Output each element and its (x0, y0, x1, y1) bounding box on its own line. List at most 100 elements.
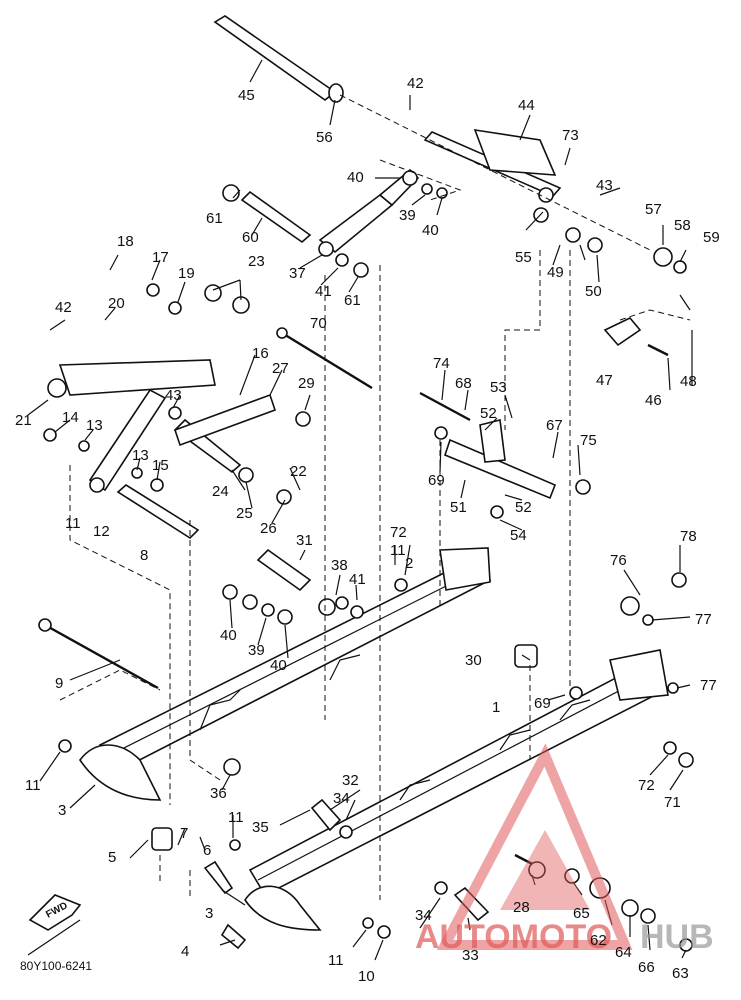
part-label: 77 (695, 611, 712, 628)
part-label: 36 (210, 785, 227, 802)
part-label: 57 (645, 201, 662, 218)
part-label: 11 (25, 777, 41, 794)
part-labels: 1 2 3 3 4 5 6 7 8 9 10 11 11 11 11 11 12… (15, 75, 720, 985)
part-label: 52 (515, 499, 532, 516)
part-label: 61 (206, 210, 223, 227)
part-label: 13 (132, 447, 149, 464)
part-label: 74 (433, 355, 450, 372)
part-label: 41 (349, 571, 366, 588)
part-label: 21 (15, 412, 32, 429)
part-label: 6 (203, 842, 211, 859)
watermark: AUTOMOTO HUB (415, 743, 714, 956)
part-label: 52 (480, 405, 497, 422)
part-label: 59 (703, 229, 720, 246)
part-label: 31 (296, 532, 313, 549)
part-label: 51 (450, 499, 467, 516)
part-label: 23 (248, 253, 265, 270)
shaft-45 (213, 15, 344, 103)
watermark-text-b: HUB (640, 918, 714, 956)
part-label: 38 (331, 557, 348, 574)
watermark-text-a: AUTOMOTO (415, 918, 612, 956)
part-label: 53 (490, 379, 507, 396)
part-label: 10 (358, 968, 375, 985)
part-label: 70 (310, 315, 327, 332)
part-label: 42 (407, 75, 424, 92)
part-label: 3 (58, 802, 66, 819)
part-label: 19 (178, 265, 195, 282)
part-label: 8 (140, 547, 148, 564)
part-label: 18 (117, 233, 134, 250)
part-label: 78 (680, 528, 697, 545)
part-label: 72 (638, 777, 655, 794)
part-label: 54 (510, 527, 527, 544)
part-label: 69 (534, 695, 551, 712)
part-label: 22 (290, 463, 307, 480)
guide-lines (59, 94, 691, 900)
part-label: 7 (180, 825, 188, 842)
part-label: 12 (93, 523, 110, 540)
shaft-73 (423, 129, 562, 197)
part-label: 66 (638, 959, 655, 976)
part-label: 75 (580, 432, 597, 449)
part-label: 32 (342, 772, 359, 789)
part-label: 72 (390, 524, 407, 541)
part-label: 41 (315, 283, 332, 300)
part-label: 77 (700, 677, 717, 694)
part-label: 43 (596, 177, 613, 194)
part-label: 55 (515, 249, 532, 266)
part-label: 30 (465, 652, 482, 669)
part-label: 69 (428, 472, 445, 489)
part-label: 11 (228, 809, 244, 826)
part-label: 20 (108, 295, 125, 312)
shaft-60 (240, 190, 312, 244)
bolt-74 (419, 391, 471, 422)
arm-51 (444, 419, 557, 500)
part-label: 48 (680, 373, 697, 390)
part-label: 45 (238, 87, 255, 104)
part-label: 2 (405, 555, 413, 572)
part-label: 28 (513, 899, 530, 916)
part-label: 37 (289, 265, 306, 282)
part-label: 34 (333, 790, 350, 807)
part-label: 11 (390, 542, 406, 559)
rod-70 (276, 327, 373, 390)
part-label: 17 (152, 249, 169, 266)
part-label: 42 (55, 299, 72, 316)
part-label: 60 (242, 229, 259, 246)
sleeve-31 (256, 548, 312, 592)
part-label: 71 (664, 794, 681, 811)
part-label: 62 (590, 932, 607, 949)
part-label: 9 (55, 675, 63, 692)
part-label: 25 (236, 505, 253, 522)
part-label: 64 (615, 944, 632, 961)
right-ski-rail (244, 649, 669, 931)
part-label: 39 (399, 207, 416, 224)
shaft-8 (116, 484, 200, 540)
part-label: 43 (165, 387, 182, 404)
bracket-47 (603, 317, 642, 347)
part-label: 39 (248, 642, 265, 659)
part-label: 67 (546, 417, 563, 434)
part-label: 50 (585, 283, 602, 300)
part-label: 26 (260, 520, 277, 537)
part-label: 40 (270, 657, 287, 674)
part-label: 5 (108, 849, 116, 866)
part-label: 73 (562, 127, 579, 144)
part-label: 68 (455, 375, 472, 392)
arm-16 (58, 359, 277, 447)
part-label: 46 (645, 392, 662, 409)
diagram-code: 80Y100-6241 (20, 959, 92, 973)
part-label: 49 (547, 264, 564, 281)
part-label: 3 (205, 905, 213, 922)
part-label: 40 (220, 627, 237, 644)
part-label: 35 (252, 819, 269, 836)
part-label: 16 (252, 345, 269, 362)
part-label: 63 (672, 965, 689, 982)
part-label: 44 (518, 97, 535, 114)
arm-12 (88, 388, 167, 493)
part-label: 15 (152, 457, 169, 474)
part-label: 11 (65, 515, 81, 532)
part-label: 47 (596, 372, 613, 389)
part-label: 33 (462, 947, 479, 964)
